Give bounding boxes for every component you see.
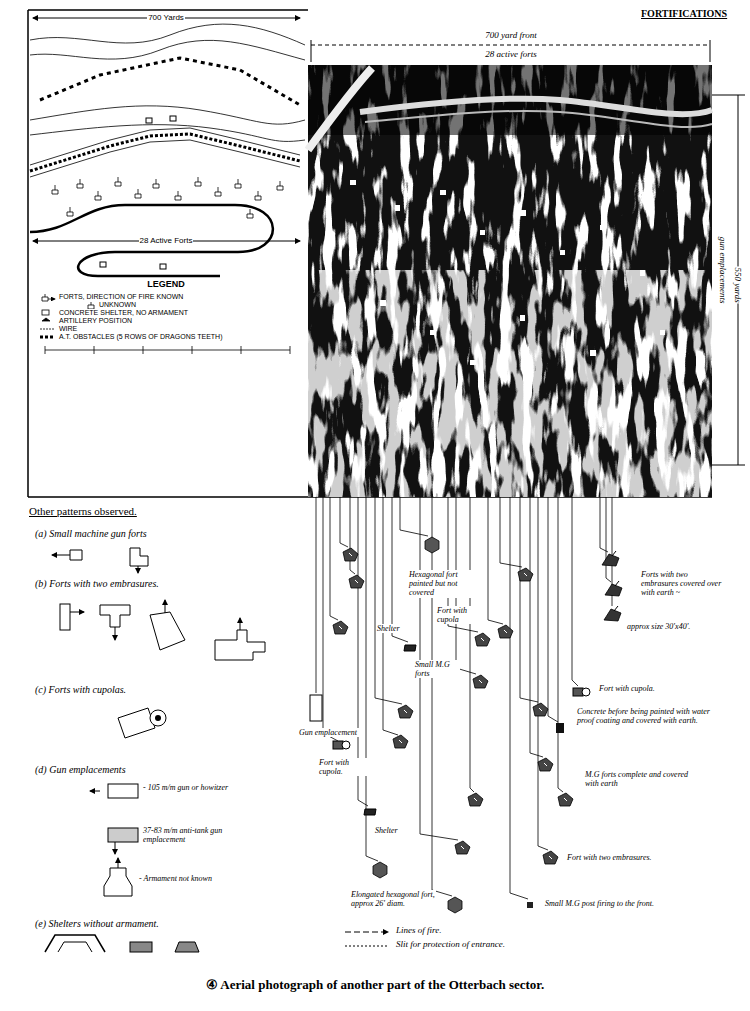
annotation: Concrete before being painted with water… bbox=[576, 707, 728, 725]
legend-text: CONCRETE SHELTER, NO ARMAMENT bbox=[58, 309, 189, 316]
figure-caption: ④ Aerial photograph of another part of t… bbox=[205, 978, 545, 993]
annotation: 28 active forts bbox=[484, 49, 538, 59]
annotation: (e) Shelters without armament. bbox=[34, 918, 160, 930]
annotation: 550 yards bbox=[733, 266, 743, 303]
annotation: Forts with two embrasures covered over w… bbox=[640, 570, 724, 598]
annotation: Fort with cupola. bbox=[318, 758, 370, 776]
annotation: Fort with cupola. bbox=[598, 684, 656, 693]
annotation: 700 yard front bbox=[484, 30, 537, 40]
annotation: Other patterns observed. bbox=[28, 505, 138, 518]
annotation: Elongated hexagonal fort, approx 26' dia… bbox=[350, 890, 436, 908]
annotation: - Armament not known bbox=[138, 874, 213, 883]
legend-text: A.T. OBSTACLES (5 ROWS OF DRAGONS TEETH) bbox=[58, 333, 224, 340]
annotation: (a) Small machine gun forts bbox=[34, 528, 148, 540]
annotation: Small M.G forts bbox=[414, 660, 460, 678]
annotation: Small M.G post firing to the front. bbox=[544, 899, 655, 908]
annotation: 28 Active Forts bbox=[139, 236, 194, 245]
legend-text: Lines of fire. bbox=[395, 926, 442, 935]
annotation: - 105 m/m gun or howitzer bbox=[142, 783, 229, 792]
annotation: Shelter bbox=[374, 826, 399, 835]
legend-text: Slit for protection of entrance. bbox=[395, 940, 506, 949]
legend-text: FORTS, DIRECTION OF FIRE KNOWN bbox=[58, 293, 184, 300]
annotation: Gun emplacement bbox=[298, 728, 362, 737]
legend-text: WIRE bbox=[58, 325, 78, 332]
annotation: Shelter bbox=[376, 624, 401, 633]
annotation: (d) Gun emplacements bbox=[34, 764, 127, 776]
annotation: Fort with cupola bbox=[436, 606, 484, 624]
annotation: Fort with two embrasures. bbox=[566, 853, 653, 862]
annotation: Hexagonal fort painted but not covered bbox=[408, 570, 472, 598]
annotation: 37-83 m/m anti-tank gun emplacement bbox=[142, 826, 224, 844]
annotation: LEGEND bbox=[146, 279, 186, 289]
annotation: (c) Forts with cupolas. bbox=[34, 684, 127, 696]
annotation: approx size 30'x40'. bbox=[626, 622, 738, 631]
page-heading: FORTIFICATIONS bbox=[640, 8, 728, 20]
annotation: gun emplacements bbox=[717, 236, 727, 305]
annotation: 700 Yards bbox=[147, 13, 185, 22]
annotation: M.G forts complete and covered with eart… bbox=[584, 770, 704, 788]
annotation: (b) Forts with two embrasures. bbox=[34, 578, 160, 590]
legend-text: UNKNOWN bbox=[98, 301, 137, 308]
legend-text: ARTILLERY POSITION bbox=[58, 317, 133, 324]
